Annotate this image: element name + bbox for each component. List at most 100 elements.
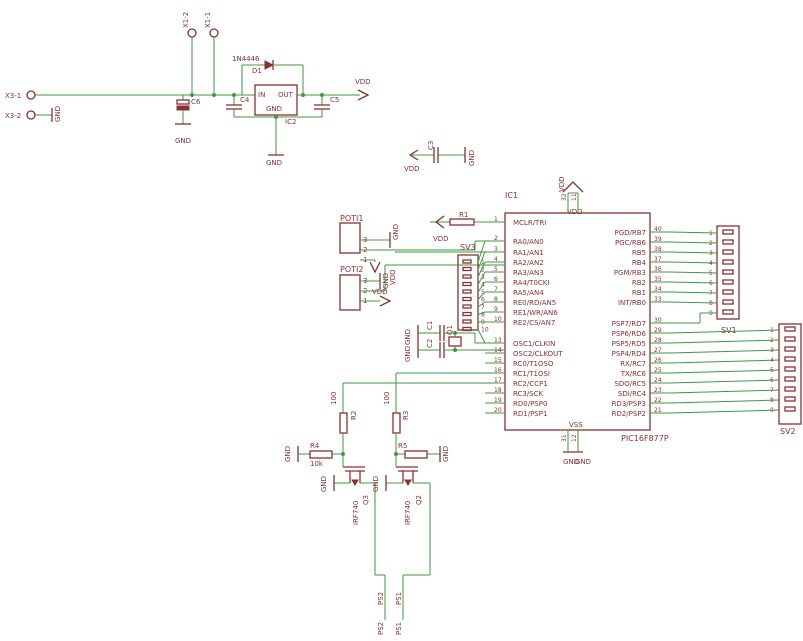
pin-number: 26 — [654, 357, 662, 364]
pin-number: 29 — [654, 327, 662, 334]
mosfet-q3: GND IRF740 Q3 — [320, 455, 376, 575]
capacitor-c6 — [176, 99, 190, 105]
c5-label: C5 — [330, 96, 339, 104]
header-pin — [722, 279, 734, 285]
pin-number: 34 — [654, 286, 662, 293]
header-pin — [462, 296, 472, 302]
crystal-q1 — [448, 336, 462, 347]
pin-number: 35 — [654, 276, 662, 283]
resistor-r1 — [449, 218, 475, 226]
header-pin — [462, 311, 472, 317]
mcu-value: PIC16F877P — [621, 434, 669, 443]
header-pin — [722, 269, 734, 275]
header-pin — [462, 266, 472, 272]
pin-name: MCLR/TRI — [513, 219, 546, 227]
reset-circuit: R1 VDD — [430, 211, 505, 243]
pin-number: 3 — [494, 246, 498, 253]
header-pin — [784, 376, 796, 382]
gnd-label: GND — [468, 150, 476, 166]
terminal-x1-2[interactable] — [187, 28, 197, 38]
pin-number: 17 — [494, 377, 502, 384]
r4-label: R4 — [310, 442, 320, 450]
pin-number: 7 — [709, 290, 713, 297]
pin-name: RA2/AN2 — [513, 259, 544, 267]
header-pin — [462, 281, 472, 287]
header-pin — [462, 274, 472, 279]
pin-name: RC0/T1OSO — [513, 360, 554, 368]
sv1-ref: SV1 — [721, 326, 737, 335]
pin-number: 1 — [494, 216, 498, 223]
pin-name: RE1/WR/AN6 — [513, 309, 558, 317]
pin-name: PGD/RB7 — [614, 229, 646, 237]
terminal-x3-1[interactable] — [26, 90, 36, 100]
header-pin — [784, 366, 796, 372]
pin-number: 28 — [654, 337, 662, 344]
pin-name: RE0/RD/AN5 — [513, 299, 556, 307]
header-pin — [462, 319, 472, 324]
ic2-gnd-label: GND — [266, 105, 282, 113]
r3-label: R3 — [402, 411, 410, 420]
pin-number: 1 — [709, 230, 713, 237]
pin-number: 2 — [481, 267, 485, 274]
pin-name: RX/RC7 — [620, 360, 646, 368]
pin-number: 40 — [654, 226, 662, 233]
pin-number: 39 — [654, 236, 662, 243]
pin-number: 30 — [654, 317, 662, 324]
terminal-x3-2[interactable] — [26, 110, 36, 120]
gnd-label: GND — [392, 224, 400, 240]
poti1-ref: POTI1 — [340, 214, 363, 223]
terminal-x1-1[interactable] — [209, 28, 219, 38]
mcu-vdd-label: VDD — [567, 208, 583, 216]
pin-name: INT/RB0 — [618, 299, 646, 307]
pin-number: 12 — [571, 434, 578, 442]
header-pin — [784, 396, 796, 402]
pin-name: RC3/SCK — [513, 390, 544, 398]
vdd-arrow-icon — [434, 215, 445, 229]
poti2-body — [339, 274, 361, 311]
d1-label: D1 — [252, 67, 262, 75]
gnd-label: GND — [372, 476, 380, 492]
poti1-body — [339, 222, 361, 254]
gnd-label: GND — [284, 446, 292, 462]
mcu-right-pins: 40PGD/RB739PGC/RB638RB537RB436PGM/RB335R… — [612, 226, 670, 418]
terminal-x3-1-label: X3-1 — [5, 92, 21, 100]
header-pin — [784, 386, 796, 392]
pin-name: RD3/PSP3 — [612, 400, 646, 408]
pin-name: RA0/AN0 — [513, 238, 544, 246]
pin-number: 37 — [654, 256, 662, 263]
pin-number: 5 — [494, 266, 498, 273]
gnd-label: GND — [266, 159, 282, 167]
c4-label: C4 — [240, 96, 250, 104]
pin-number: 18 — [494, 387, 502, 394]
resistor-r2 — [339, 412, 348, 434]
resistor-r5 — [404, 450, 428, 459]
r2-value: 100 — [330, 392, 338, 405]
header-pin — [722, 239, 734, 245]
pin-number: 2 — [709, 240, 713, 247]
r1-label: R1 — [459, 211, 468, 219]
pin-number: 23 — [654, 387, 662, 394]
pin-number: 6 — [709, 280, 713, 287]
pin-number: 16 — [494, 367, 502, 374]
pin-number: 13 — [494, 337, 502, 344]
pin-number: 10 — [481, 327, 489, 334]
pin-name: TX/RC6 — [620, 370, 647, 378]
pin-number: 10 — [494, 316, 502, 323]
pin-name: RC2/CCP1 — [513, 380, 548, 388]
q3-value: IRF740 — [352, 501, 360, 525]
vdd-label: VDD — [404, 165, 420, 173]
vdd-label: VDD — [372, 288, 388, 296]
sv2-body — [778, 323, 802, 425]
pin-name: SDI/RC4 — [618, 390, 647, 398]
pin-name: PSP7/RD7 — [612, 320, 646, 328]
header-pin — [722, 289, 734, 295]
pin-number: 6 — [494, 276, 498, 283]
r2-label: R2 — [350, 411, 358, 420]
header-pin — [722, 299, 734, 305]
pin-number: 4 — [709, 260, 713, 267]
pin-number: 8 — [709, 300, 713, 307]
pin-name: PSP4/RD4 — [612, 350, 647, 358]
oscillator: C1 C2 Q1 GND GND — [404, 321, 505, 362]
mcu-ref: IC1 — [505, 191, 518, 200]
